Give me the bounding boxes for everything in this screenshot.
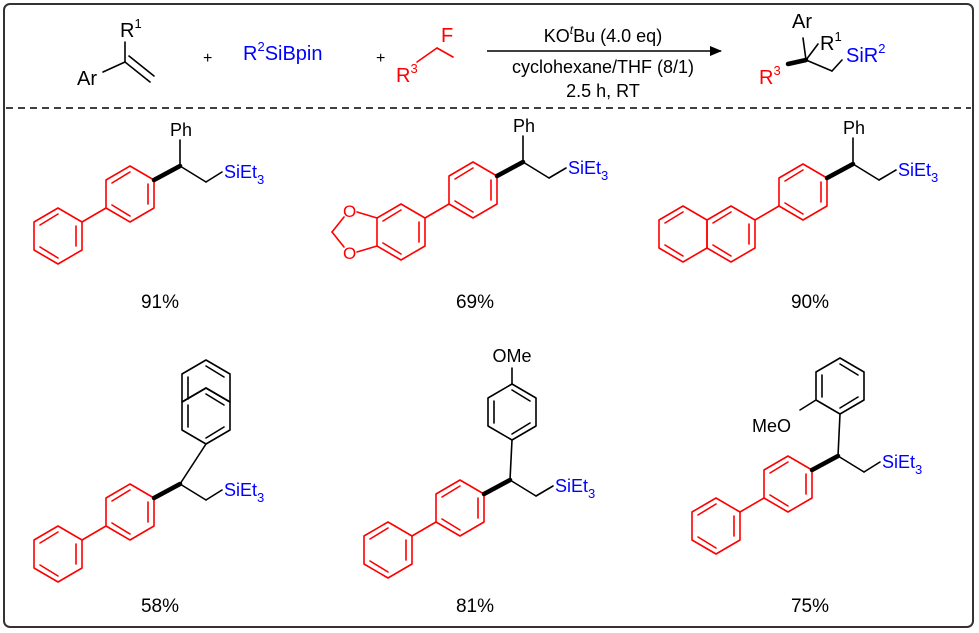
product-5-structure: OMe SiEt3 (363, 346, 595, 579)
product-general: Ar R1 R3 SiR2 (759, 11, 885, 89)
yield-product-2: 69% (456, 292, 494, 313)
condition-solvent: cyclohexane/THF (8/1) (512, 57, 694, 77)
condition-base: KOtBu (4.0 eq) (544, 23, 662, 46)
yield-product-4: 58% (141, 596, 179, 617)
yield-product-5: 81% (456, 596, 494, 617)
scheme-frame (3, 3, 974, 628)
plus-sign: + (376, 50, 385, 67)
triethylsilyl-label: SiEt3 (568, 158, 608, 183)
product-r1-label: R1 (820, 29, 842, 55)
fluorine-label: F (441, 25, 453, 47)
oxygen-label: O (343, 244, 356, 263)
product-r3-label: R3 (759, 63, 781, 89)
triethylsilyl-label: SiEt3 (898, 160, 938, 185)
methoxy-label: OMe (492, 346, 531, 366)
product-3-structure: Ph SiEt3 (658, 118, 938, 263)
condition-time: 2.5 h, RT (566, 81, 640, 101)
product-2-structure: O O Ph SiEt3 (331, 116, 608, 263)
product-silyl-label: SiR2 (846, 41, 885, 67)
methoxy-label: MeO (752, 416, 791, 436)
reactant-styrene: R1 Ar (77, 16, 155, 90)
phenyl-label: Ph (843, 118, 865, 138)
reactant-aryl-fluoride: F R3 (396, 25, 454, 87)
triethylsilyl-label: SiEt3 (882, 452, 922, 477)
oxygen-label: O (343, 202, 356, 221)
product-1-structure: Ph SiEt3 (33, 120, 264, 265)
product-ar-label: Ar (792, 11, 812, 33)
ar-label: Ar (77, 68, 97, 90)
yield-product-1: 91% (141, 292, 179, 313)
reaction-arrow: KOtBu (4.0 eq) cyclohexane/THF (8/1) 2.5… (487, 23, 722, 101)
silylboronate-label: R2SiBpin (243, 39, 323, 65)
triethylsilyl-label: SiEt3 (224, 162, 264, 187)
r1-label: R1 (120, 16, 142, 42)
plus-sign: + (203, 50, 212, 67)
triethylsilyl-label: SiEt3 (555, 476, 595, 501)
phenyl-label: Ph (513, 116, 535, 136)
triethylsilyl-label: SiEt3 (224, 480, 264, 505)
yield-product-3: 90% (791, 292, 829, 313)
product-4-structure: SiEt3 (33, 359, 264, 583)
product-6-structure: MeO SiEt3 (691, 357, 922, 555)
yield-product-6: 75% (791, 596, 829, 617)
phenyl-label: Ph (170, 120, 192, 140)
r3-label: R3 (396, 61, 418, 87)
